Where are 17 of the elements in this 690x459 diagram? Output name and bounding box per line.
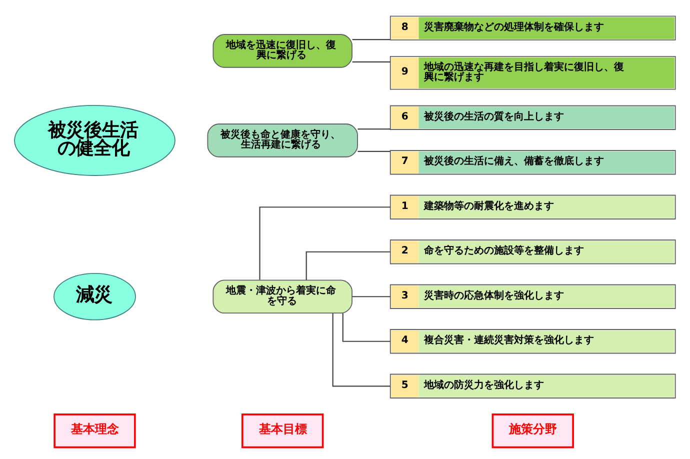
node-box: 基本目標: [242, 414, 324, 448]
node-box: 地域を迅速に復旧し、復興に繋げる: [212, 34, 352, 68]
node-box: 地震・津波から着実に命を守る: [212, 280, 352, 314]
connector: [352, 38, 390, 40]
node-box: 基本理念: [54, 414, 136, 448]
connector: [352, 296, 390, 298]
connector: [342, 313, 390, 342]
connector: [358, 128, 390, 130]
connector: [306, 251, 390, 280]
connector: [332, 313, 390, 387]
connector: [352, 61, 390, 62]
node-box: 施策分野: [492, 414, 574, 448]
connector: [259, 206, 390, 280]
node-ellipse: 減災: [54, 272, 136, 320]
node-ellipse: 被災後生活の健全化: [14, 104, 176, 176]
node-box: 被災後も命と健康を守り、生活再建に繋げる: [207, 124, 358, 158]
connector: [358, 150, 390, 152]
